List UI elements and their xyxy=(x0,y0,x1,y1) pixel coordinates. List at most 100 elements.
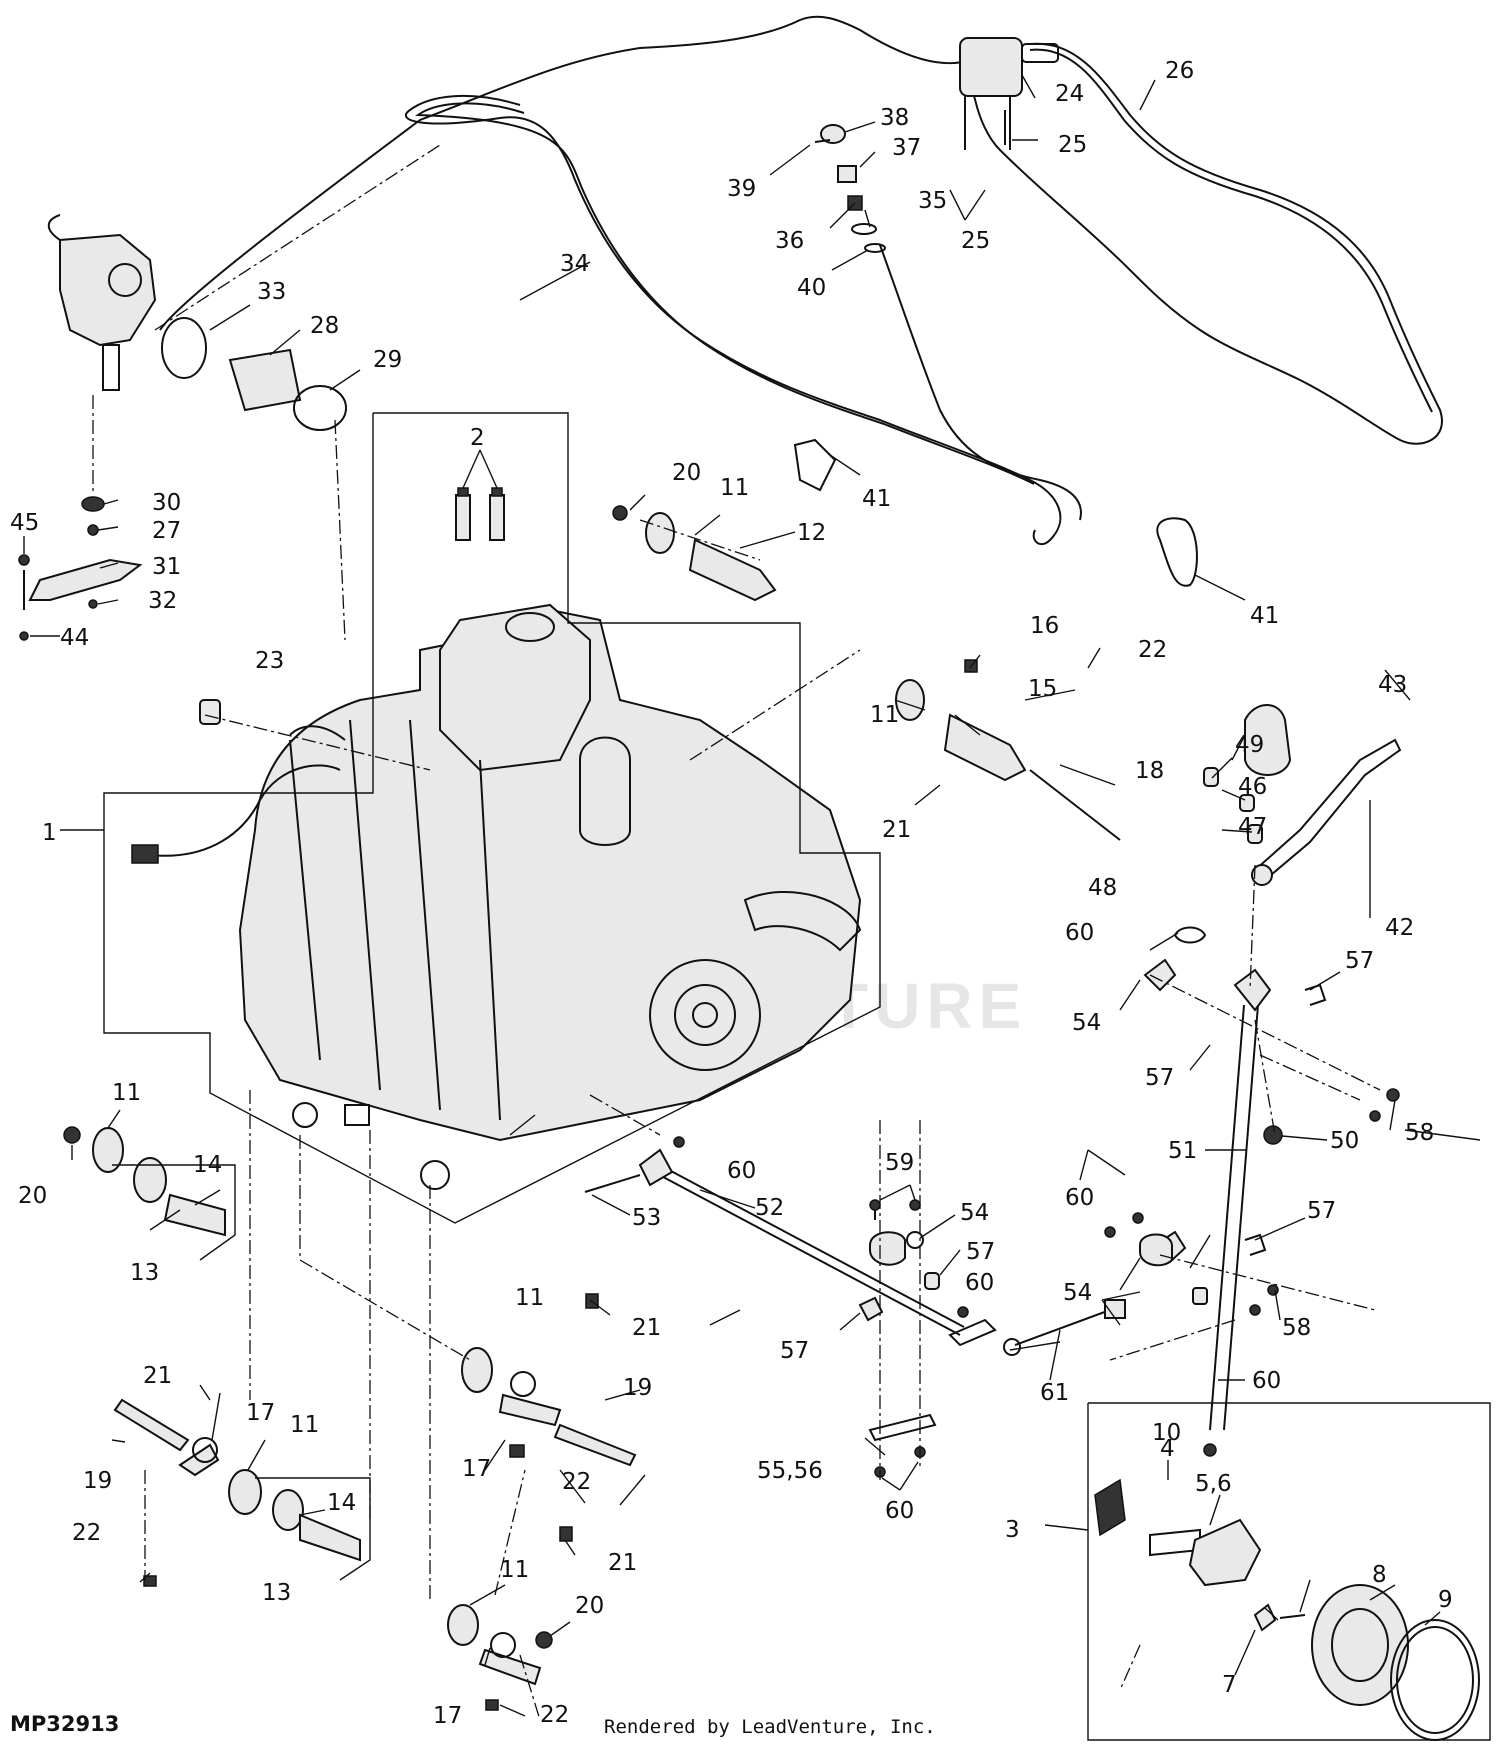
callout-57-d: 57 xyxy=(1307,1198,1336,1224)
callout-15: 15 xyxy=(1028,676,1057,702)
callout-44: 44 xyxy=(60,625,89,651)
alignment-lines xyxy=(92,144,1381,1721)
cable-40 xyxy=(879,244,1082,521)
callout-43: 43 xyxy=(1378,672,1407,698)
callout-39: 39 xyxy=(727,176,756,202)
callout-17-b: 17 xyxy=(462,1456,491,1482)
callout-2: 2 xyxy=(470,425,485,451)
callout-60-e: 60 xyxy=(1252,1368,1281,1394)
intake-boot-28-29-33 xyxy=(161,317,347,431)
callout-20-c: 20 xyxy=(575,1593,604,1619)
callout-21-b: 21 xyxy=(143,1363,172,1389)
wiring-harness-23 xyxy=(131,699,341,864)
callout-34: 34 xyxy=(560,251,589,277)
callout-49: 49 xyxy=(1235,732,1264,758)
callout-57-a: 57 xyxy=(1345,948,1374,974)
callout-11-f: 11 xyxy=(500,1557,529,1583)
engine-assembly xyxy=(238,603,862,1190)
mount-top-right xyxy=(612,505,1121,841)
callout-22-a: 22 xyxy=(1138,637,1167,663)
callout-5-6: 5,6 xyxy=(1195,1471,1232,1497)
callout-leaders xyxy=(23,74,1481,1717)
shift-rod-61 xyxy=(957,1299,1126,1356)
cable-34 xyxy=(404,95,1062,546)
callout-46: 46 xyxy=(1238,774,1267,800)
figure-id: MP32913 xyxy=(10,1712,120,1736)
switch-24 xyxy=(959,37,1059,150)
callout-60-f: 60 xyxy=(885,1498,914,1524)
callout-37: 37 xyxy=(892,135,921,161)
callout-21-a: 21 xyxy=(882,817,911,843)
callout-25-b: 25 xyxy=(961,228,990,254)
callout-13-b: 13 xyxy=(262,1580,291,1606)
callout-57-e: 57 xyxy=(780,1338,809,1364)
callout-51: 51 xyxy=(1168,1138,1197,1164)
callout-59: 59 xyxy=(885,1150,914,1176)
callout-38: 38 xyxy=(880,105,909,131)
callout-54-a: 54 xyxy=(1072,1010,1101,1036)
callout-14-b: 14 xyxy=(327,1490,356,1516)
shift-rod-52 xyxy=(584,1136,997,1347)
callout-12: 12 xyxy=(797,520,826,546)
callout-36: 36 xyxy=(775,228,804,254)
callout-58-b: 58 xyxy=(1282,1315,1311,1341)
callout-25-a: 25 xyxy=(1058,132,1087,158)
callout-41-a: 41 xyxy=(862,486,891,512)
callout-labels: 1 2 3 4 5,6 7 8 9 10 11 11 11 11 11 11 1… xyxy=(10,58,1453,1729)
callout-20-a: 20 xyxy=(18,1183,47,1209)
callout-45: 45 xyxy=(10,510,39,536)
callout-29: 29 xyxy=(373,347,402,373)
spark-plugs-2 xyxy=(455,487,505,541)
callout-11-c: 11 xyxy=(720,475,749,501)
callout-26: 26 xyxy=(1165,58,1194,84)
callout-22-d: 22 xyxy=(540,1702,569,1728)
callout-22-c: 22 xyxy=(562,1469,591,1495)
callout-31: 31 xyxy=(152,554,181,580)
callout-11-b: 11 xyxy=(870,702,899,728)
engine-group-box xyxy=(103,412,881,1224)
callout-27: 27 xyxy=(152,518,181,544)
cable-26 xyxy=(969,42,1443,445)
callout-13-a: 13 xyxy=(130,1260,159,1286)
callout-28: 28 xyxy=(310,313,339,339)
callout-60-d: 60 xyxy=(965,1270,994,1296)
shift-linkage xyxy=(1143,704,1402,1457)
callout-40: 40 xyxy=(797,275,826,301)
callout-61: 61 xyxy=(1040,1380,1069,1406)
callout-8: 8 xyxy=(1372,1562,1387,1588)
callout-23: 23 xyxy=(255,648,284,674)
callout-55-56: 55,56 xyxy=(757,1458,823,1484)
callout-50: 50 xyxy=(1330,1128,1359,1154)
callout-10: 10 xyxy=(1152,1420,1181,1446)
callout-21-d: 21 xyxy=(608,1550,637,1576)
callout-41-b: 41 xyxy=(1250,603,1279,629)
mount-bottom xyxy=(447,1526,573,1711)
callout-7: 7 xyxy=(1222,1672,1237,1698)
render-credit: Rendered by LeadVenture, Inc. xyxy=(604,1716,936,1738)
callout-24: 24 xyxy=(1055,81,1084,107)
callout-57-b: 57 xyxy=(1145,1065,1174,1091)
callout-47: 47 xyxy=(1238,814,1267,840)
callout-3: 3 xyxy=(1005,1517,1020,1543)
callout-17-a: 17 xyxy=(246,1400,275,1426)
callout-32: 32 xyxy=(148,588,177,614)
callout-57-c: 57 xyxy=(966,1239,995,1265)
cable-top xyxy=(159,15,971,331)
callout-21-c: 21 xyxy=(632,1315,661,1341)
callout-58-a: 58 xyxy=(1405,1120,1434,1146)
callout-60-b: 60 xyxy=(727,1158,756,1184)
callout-19-a: 19 xyxy=(83,1468,112,1494)
callout-18: 18 xyxy=(1135,758,1164,784)
mount-left-upper xyxy=(63,1126,236,1261)
carburetor xyxy=(47,214,157,391)
callout-54-b: 54 xyxy=(960,1200,989,1226)
mount-left-lower xyxy=(113,1398,371,1587)
starter-group-box xyxy=(1087,1402,1491,1741)
callout-17-c: 17 xyxy=(433,1703,462,1729)
callout-42: 42 xyxy=(1385,915,1414,941)
callout-48: 48 xyxy=(1088,875,1117,901)
callout-30: 30 xyxy=(152,490,181,516)
fuel-cap-assembly-35-39 xyxy=(814,124,886,253)
callout-53: 53 xyxy=(632,1205,661,1231)
callout-11-a: 11 xyxy=(112,1080,141,1106)
